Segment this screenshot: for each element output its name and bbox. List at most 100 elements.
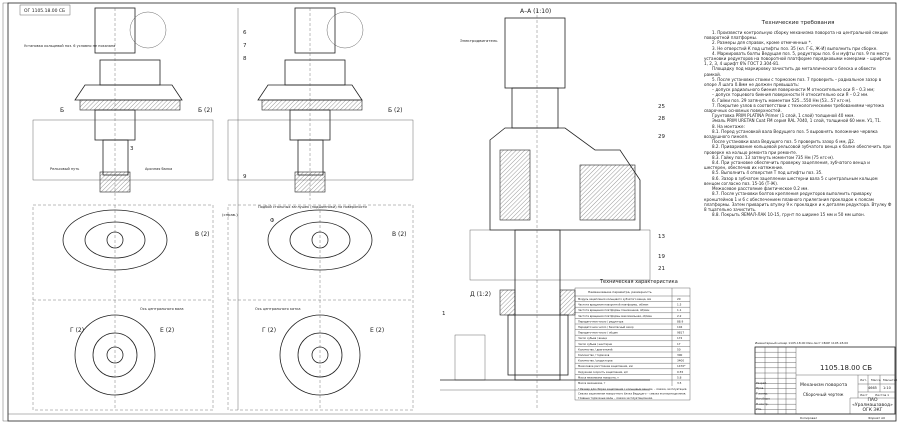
organization: ПАО «Уралмашзавод» ОГК ЭКГ (852, 398, 893, 413)
spec-value: 3400 (677, 359, 684, 363)
spec-param: Окружная скорость зацепления, м/с (578, 370, 629, 374)
position-number: 9 (243, 174, 247, 180)
spec-param: Масса механизма, т (578, 381, 606, 385)
role-label: Разраб. (756, 381, 767, 385)
position-number: 8 (243, 56, 247, 62)
position-number: 1 (442, 311, 446, 317)
spec-param: Передаточное число / редуктора (578, 319, 624, 323)
position-number: 6 (243, 30, 247, 36)
spec-param: Частота вращения платформы пониженная, о… (578, 308, 650, 312)
spec-value: 50 (677, 347, 681, 351)
view-label: Ф (270, 218, 275, 224)
callout-gear-left: Ось центрального вала (140, 307, 184, 311)
spec-value: 88.9 (677, 319, 683, 323)
position-number: 19 (658, 254, 665, 260)
sheet: Лист (860, 393, 868, 397)
spec-value: 1.5 (677, 303, 682, 307)
spec-value: 20 (677, 297, 681, 301)
position-number: 3 (130, 146, 134, 152)
tech-req-item: 8.4. При установке обеспечить проверку з… (704, 160, 870, 171)
spec-param: Частота вращения платформы максимальная,… (578, 314, 652, 318)
tech-spec-header: Наименование параметра, размерность (588, 290, 652, 294)
stage-col: Лит. (860, 378, 867, 382)
spec-param: Количество / двигателей (578, 347, 613, 351)
role-label: Утв. (756, 407, 762, 411)
section-a-a (440, 10, 651, 410)
technical-requirements: Технические требования 1. Произвести кон… (704, 20, 892, 217)
spec-value: 300 (677, 353, 683, 357)
spec-param: Масса механизма поворота, т (578, 375, 619, 379)
tech-spec-title: Техническая характеристика (599, 279, 678, 285)
spec-param: Число зубьев / венца (578, 336, 607, 340)
spec-param: Межосевое расстояние зацепления, мм (578, 364, 633, 368)
tech-req-item: 2. Размеры для справок, кроме отмеченных… (712, 40, 812, 46)
callout-motor: Электродвигатель (460, 38, 498, 43)
tech-req-item: 8.5. Выполнить 4 отверстия Т под штифты … (712, 170, 823, 176)
spec-param: Число зубьев / шестерни (578, 342, 612, 346)
view-label: В (2) (195, 231, 210, 238)
spec-note: Главные тормозные валы – смазка эксплуат… (578, 396, 653, 400)
tech-req-item: – допуск торцевого биения поверхности Н … (712, 92, 869, 98)
spec-value: 104 (677, 325, 683, 329)
role-label: Т.контр. (755, 391, 768, 395)
view-label: Б (2) (198, 107, 213, 114)
spec-note: * Размер для сборки зацепления с кольцев… (578, 387, 687, 391)
role-label: Н.контр. (756, 402, 769, 406)
tech-req-item: Межосевое расстояние фактическое 0.2 мм. (712, 186, 809, 192)
spec-value: 5.8 (677, 375, 682, 379)
spec-param: Модуль зацепления кольцевого зубчатого в… (578, 297, 651, 301)
stamp-box (19, 4, 71, 16)
elevation-view-left (32, 7, 214, 200)
tech-req-item: 3. Не отверстий К под штифты поз. 35 (кл… (712, 45, 878, 51)
view-label: Б (2) (388, 107, 403, 114)
title-block-top-line: Инвентарный номер 1105.18.00 Изм.лист СБ… (755, 341, 848, 345)
section-title: А–А (1:10) (520, 8, 551, 15)
tech-req-item: 1. Произвести контрольную сборку механиз… (704, 30, 888, 41)
spec-param: Количество / тормозов (578, 353, 610, 357)
tech-req-item: Эмаль PRIM URETAN Coat FM серия RAL 7040… (712, 118, 882, 124)
callout-ref: (справ.) (222, 212, 238, 217)
callout-bearing: Подбой стальных заглушек (подшипники) на… (258, 205, 367, 209)
sheets: Листов 1 (875, 393, 889, 397)
spec-param: Передаточное число / общее (578, 331, 618, 335)
tech-req-title: Технические требования (761, 20, 835, 26)
copied-label: Копировал (800, 416, 817, 420)
view-label: Г (2) (70, 327, 84, 334)
spec-value: 3.5 (677, 381, 682, 385)
spec-value: 1.1 (677, 308, 682, 312)
format-label: Формат А0 (868, 416, 885, 420)
stage-col: Масштаб (883, 378, 897, 382)
spec-param: Количество / редукторов (578, 359, 613, 363)
tech-req-item: После установки вала Ведущего поз. 5 про… (712, 139, 856, 145)
plan-views (32, 204, 414, 411)
tech-req-item: 6. Гайки поз. 29 затянуть моментом 525..… (712, 97, 852, 103)
tech-req-item: 4. Маркировать болты Ведущая поз. 5, ред… (704, 50, 891, 67)
callout-gear-right: Ось центрального катка (255, 307, 300, 311)
tech-req-item: 8.1. Перед установкой вала Ведущего поз.… (704, 128, 878, 140)
spec-value: 2.2 (677, 314, 682, 318)
drawing-name: Механизм поворота (800, 382, 847, 388)
tech-req-item: Грунтовка PRIM PLATINA Primer (1 слой, 1… (712, 113, 855, 119)
scale: 1:10 (883, 386, 891, 390)
position-number: 28 (658, 116, 665, 122)
position-number: 25 (658, 104, 665, 110)
tech-req-item: 8.7. После установки болтов крепления ре… (704, 191, 892, 212)
view-label: Б (60, 107, 64, 114)
tech-req-item: 8. На монтаже: (712, 123, 745, 129)
designation: 1105.18.00 СБ (820, 364, 872, 372)
spec-value: 172 (677, 336, 683, 340)
mass: 4665 (868, 386, 877, 390)
position-number: 29 (658, 134, 665, 140)
spec-param: Частота вращения поворотной платформы, о… (578, 303, 649, 307)
spec-note: Смазка зацепления поворотного блока Веду… (578, 392, 686, 396)
drawing-subtitle: Сборочный чертеж (803, 392, 844, 397)
binding-strip (2, 2, 9, 422)
tech-req-item: 8.3. Гайку поз. 13 затянуть моментом 735… (712, 154, 835, 160)
view-label: Г (2) (262, 327, 276, 334)
view-label: Е (2) (160, 327, 174, 334)
tech-req-item: – допуск радиального биения поверхности … (712, 87, 875, 93)
spec-value: 1470* (677, 364, 686, 368)
tech-req-item: Площадку под маркировку зачистить до мет… (704, 66, 876, 77)
tech-req-item: 8.2. Приваривание кольцевой рельсовой зу… (704, 144, 891, 155)
